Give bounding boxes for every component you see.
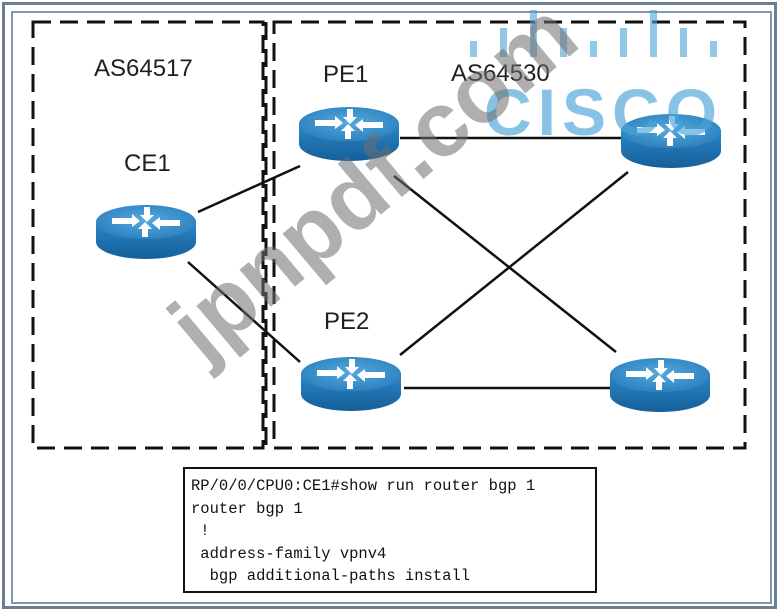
cli-line: bgp additional-paths install [191, 567, 471, 585]
inner-frame [11, 11, 772, 604]
as64517-boundary [31, 20, 265, 450]
link-pe1-p-bottom [393, 175, 617, 353]
cisco-logo-bars-icon [470, 10, 717, 57]
cisco-logo-text: CISCO [484, 75, 724, 149]
link-ce1-pe1 [197, 164, 301, 214]
pe2-label: PE2 [324, 308, 370, 335]
as64517-label: AS64517 [94, 55, 193, 82]
cli-output-box: RP/0/0/CPU0:CE1#show run router bgp 1 ro… [183, 467, 597, 593]
cli-line: router bgp 1 [191, 499, 303, 518]
pe1-label: PE1 [323, 61, 369, 88]
ce1-label: CE1 [124, 150, 171, 177]
cli-line: RP/0/0/CPU0:CE1#show run router bgp 1 [191, 477, 536, 495]
link-pe2-p-top [399, 171, 629, 356]
link-ce1-pe2 [187, 261, 301, 363]
router-p-bottom-icon [610, 358, 710, 412]
as64530-boundary [272, 20, 747, 450]
outer-frame [2, 2, 777, 609]
router-ce1-icon [96, 205, 196, 259]
as64530-label: AS64530 [451, 60, 550, 87]
router-pe2-icon [301, 357, 401, 411]
cli-line: ! [191, 522, 210, 540]
cli-line: address-family vpnv4 [191, 544, 387, 563]
